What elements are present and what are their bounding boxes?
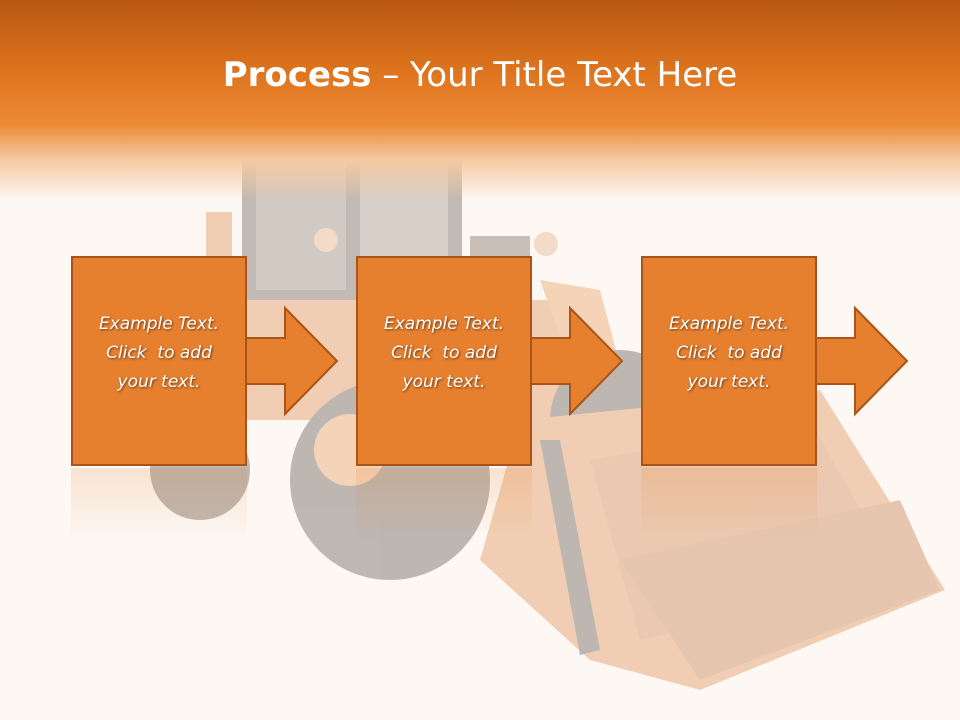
step-text-line: your text. bbox=[687, 372, 771, 392]
process-step-1: Example Text. Click to add your text. bbox=[71, 256, 361, 466]
step-text-line: your text. bbox=[117, 372, 201, 392]
process-step-text[interactable]: Example Text. Click to add your text. bbox=[356, 310, 532, 397]
process-step-box[interactable] bbox=[71, 256, 247, 466]
step-text-line: your text. bbox=[402, 372, 486, 392]
process-step-box[interactable] bbox=[356, 256, 532, 466]
process-step-box[interactable] bbox=[641, 256, 817, 466]
step-reflection bbox=[641, 468, 817, 540]
step-text-line: Click to add bbox=[106, 343, 212, 363]
process-step-2: Example Text. Click to add your text. bbox=[356, 256, 646, 466]
step-text-line: Example Text. bbox=[383, 314, 505, 334]
title-header-band bbox=[0, 0, 960, 200]
step-text-line: Click to add bbox=[676, 343, 782, 363]
process-step-3: Example Text. Click to add your text. bbox=[641, 256, 931, 466]
slide-title-rest: – Your Title Text Here bbox=[371, 55, 738, 95]
process-step-text[interactable]: Example Text. Click to add your text. bbox=[71, 310, 247, 397]
slide-title-bold: Process bbox=[222, 55, 372, 95]
step-text-line: Example Text. bbox=[98, 314, 220, 334]
step-reflection bbox=[356, 468, 532, 540]
step-reflection bbox=[71, 468, 247, 540]
step-text-line: Click to add bbox=[391, 343, 497, 363]
slide-title[interactable]: Process – Your Title Text Here bbox=[0, 52, 960, 98]
step-text-line: Example Text. bbox=[668, 314, 790, 334]
process-step-text[interactable]: Example Text. Click to add your text. bbox=[641, 310, 817, 397]
